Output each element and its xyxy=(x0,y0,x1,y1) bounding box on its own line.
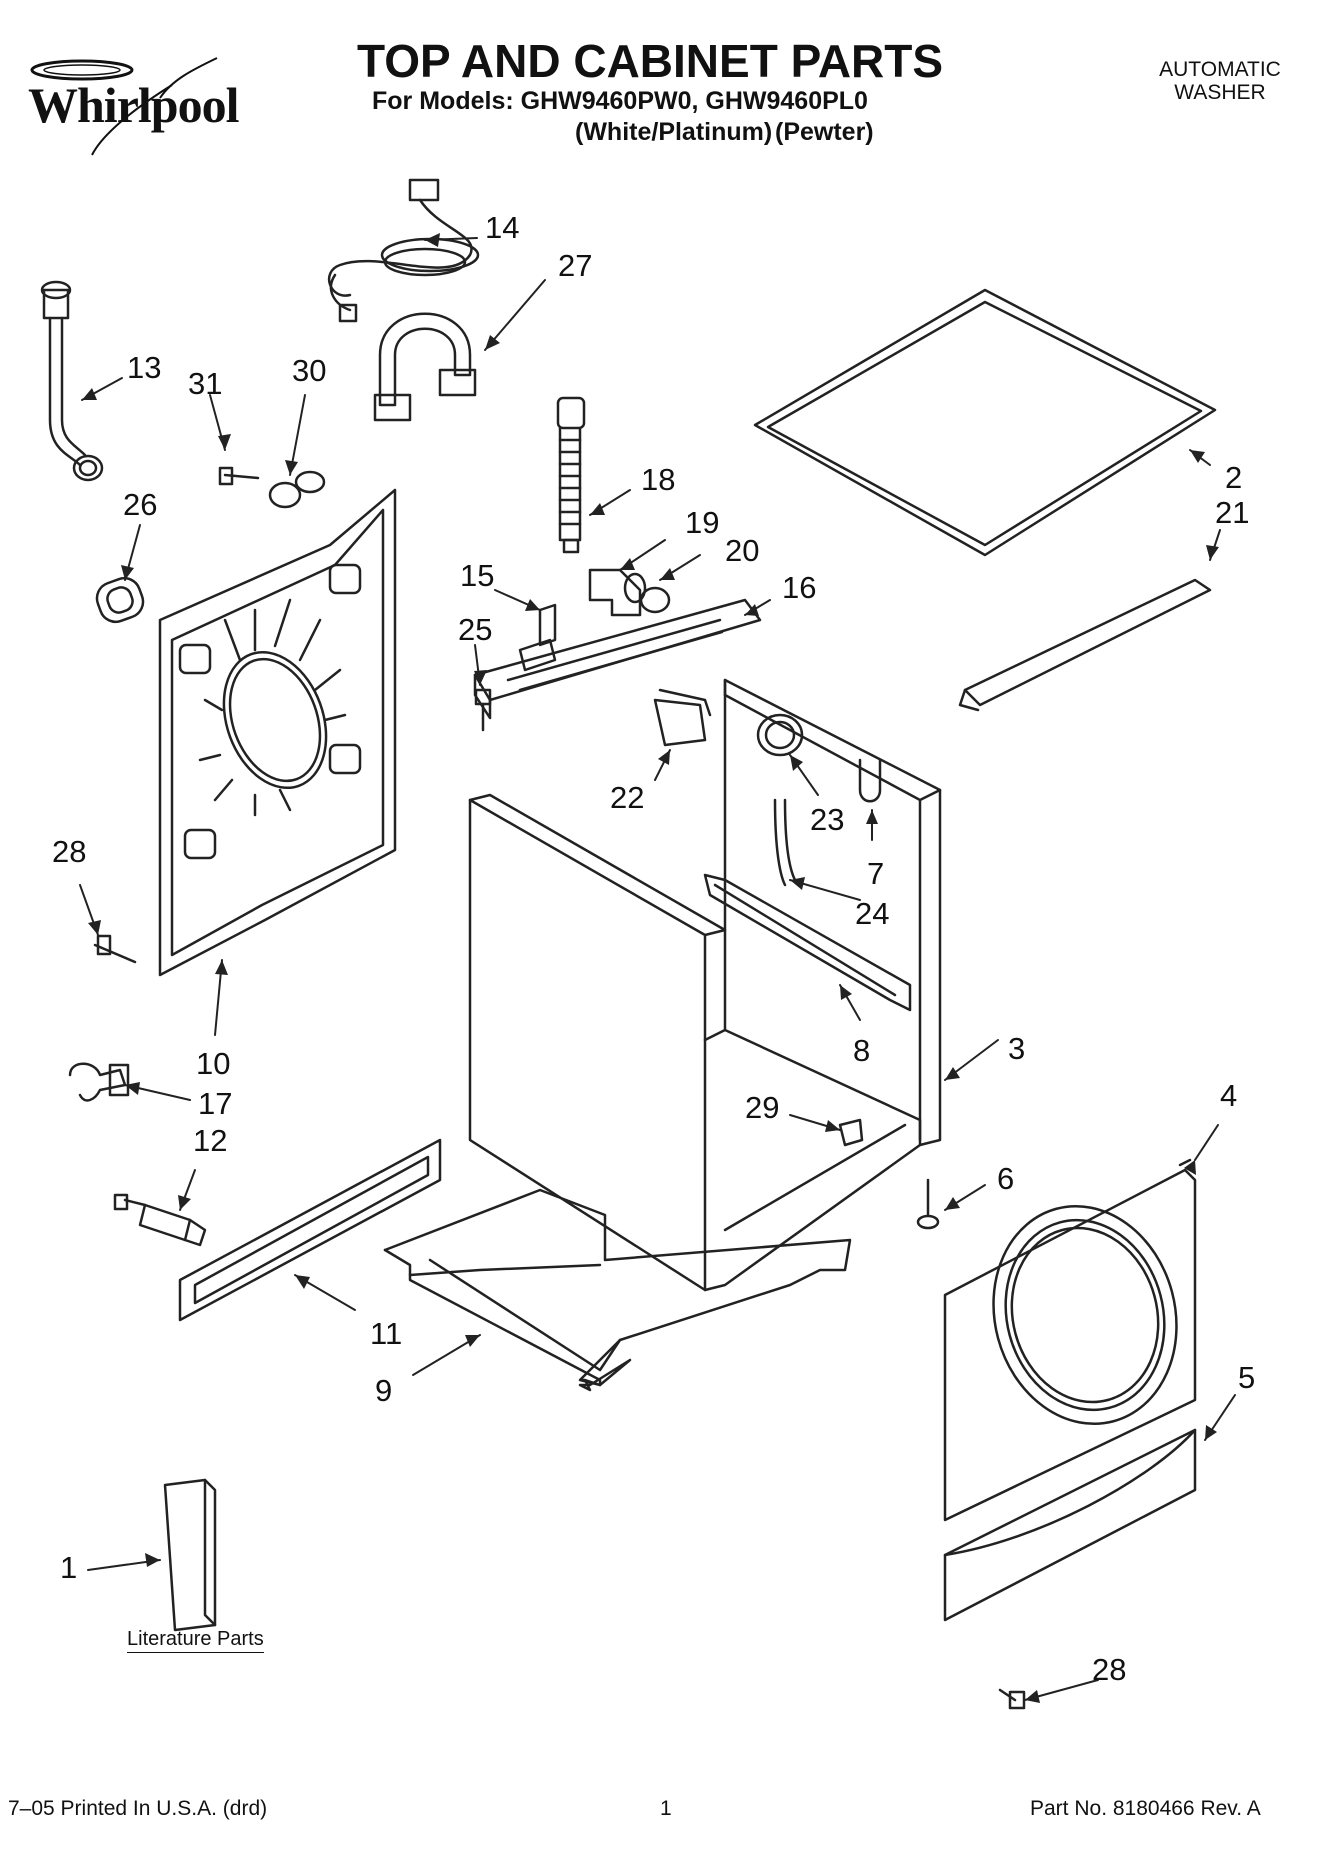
callout-22: 22 xyxy=(610,780,645,815)
callout-18: 18 xyxy=(641,462,676,497)
screw-28-right-part xyxy=(998,1688,1026,1710)
hose-bracket-part xyxy=(373,312,477,422)
screw-31-part xyxy=(218,466,260,486)
callout-26: 26 xyxy=(123,487,158,522)
callout-17: 17 xyxy=(198,1086,233,1121)
tube-24-part xyxy=(773,798,797,887)
callout-3: 3 xyxy=(1008,1031,1026,1066)
callout-31: 31 xyxy=(188,366,223,401)
color-white-platinum: (White/Platinum) xyxy=(575,118,773,146)
power-cord-part xyxy=(328,178,480,323)
pin-12-part xyxy=(113,1193,207,1247)
callout-8: 8 xyxy=(853,1033,871,1068)
callout-11: 11 xyxy=(370,1316,403,1351)
callout-30: 30 xyxy=(292,353,327,388)
callout-28-right: 28 xyxy=(1092,1652,1127,1687)
callout-5: 5 xyxy=(1238,1360,1256,1395)
callout-2: 2 xyxy=(1225,460,1243,495)
callout-12: 12 xyxy=(193,1123,228,1158)
callout-20: 20 xyxy=(725,533,760,568)
screw-28-left-part xyxy=(93,934,137,964)
callout-4: 4 xyxy=(1220,1078,1238,1113)
rear-panel-part xyxy=(158,488,397,977)
clamp-30-part xyxy=(268,470,326,509)
literature-1-part xyxy=(163,1478,217,1632)
page-title: TOP AND CABINET PARTS xyxy=(356,35,944,87)
literature-parts-label: Literature Parts xyxy=(127,1628,264,1653)
pressure-switch-23-part xyxy=(756,713,804,757)
fill-hose-18-part xyxy=(556,396,586,554)
clamp-20-part xyxy=(639,586,671,614)
clip-29-part xyxy=(838,1118,864,1147)
leveling-leg-6-part xyxy=(916,1178,940,1230)
callout-1: 1 xyxy=(60,1550,78,1585)
callout-24: 24 xyxy=(855,896,890,931)
footer-page-number: 1 xyxy=(660,1797,672,1820)
front-panel-4-part xyxy=(943,1158,1197,1522)
clip-17-part xyxy=(68,1062,130,1102)
clip-7-part xyxy=(858,758,882,803)
footer-print-info: 7–05 Printed In U.S.A. (drd) xyxy=(8,1797,268,1820)
callout-21: 21 xyxy=(1215,495,1250,530)
bracket-21-part xyxy=(958,578,1212,712)
grommet-part xyxy=(95,576,145,624)
leader-arrows xyxy=(79,237,1236,1701)
switch-22-part xyxy=(653,688,712,747)
front-rail-11-part xyxy=(178,1138,442,1322)
models-subtitle: For Models: GHW9460PW0, GHW9460PL0 xyxy=(372,87,868,115)
base-pad-9-part xyxy=(383,1188,852,1392)
screw-25-part xyxy=(474,688,492,732)
callout-6: 6 xyxy=(997,1161,1015,1196)
brace-8-part xyxy=(703,873,912,1012)
callout-27: 27 xyxy=(558,248,593,283)
brand-logo: Whirlpool xyxy=(22,50,262,160)
callout-28-left: 28 xyxy=(52,834,87,869)
bracket-15-part xyxy=(518,603,557,672)
logo-swoosh-icon xyxy=(30,57,218,156)
product-type-line2: WASHER xyxy=(1174,81,1266,104)
callout-19: 19 xyxy=(685,505,720,540)
callout-14: 14 xyxy=(485,210,520,245)
brand-name: Whirlpool xyxy=(28,77,239,133)
product-type-line1: AUTOMATIC xyxy=(1159,58,1281,81)
top-lid-2-part xyxy=(753,288,1217,557)
callout-10: 10 xyxy=(196,1046,231,1081)
callout-7: 7 xyxy=(867,856,885,891)
footer-part-number: Part No. 8180466 Rev. A xyxy=(1030,1797,1261,1820)
callout-29: 29 xyxy=(745,1090,780,1125)
arrowheads xyxy=(82,233,1219,1703)
callout-16: 16 xyxy=(782,570,817,605)
callout-25: 25 xyxy=(458,612,493,647)
callout-13: 13 xyxy=(127,350,162,385)
cabinet-3-part xyxy=(468,678,942,1292)
callout-9: 9 xyxy=(375,1373,393,1408)
elbow-19-part xyxy=(588,568,647,617)
callout-23: 23 xyxy=(810,802,845,837)
color-pewter: (Pewter) xyxy=(775,118,874,146)
top-rail-16-part xyxy=(473,598,762,720)
callout-15: 15 xyxy=(460,558,495,593)
kick-panel-5-part xyxy=(943,1428,1197,1622)
inlet-hose-part xyxy=(40,280,104,482)
